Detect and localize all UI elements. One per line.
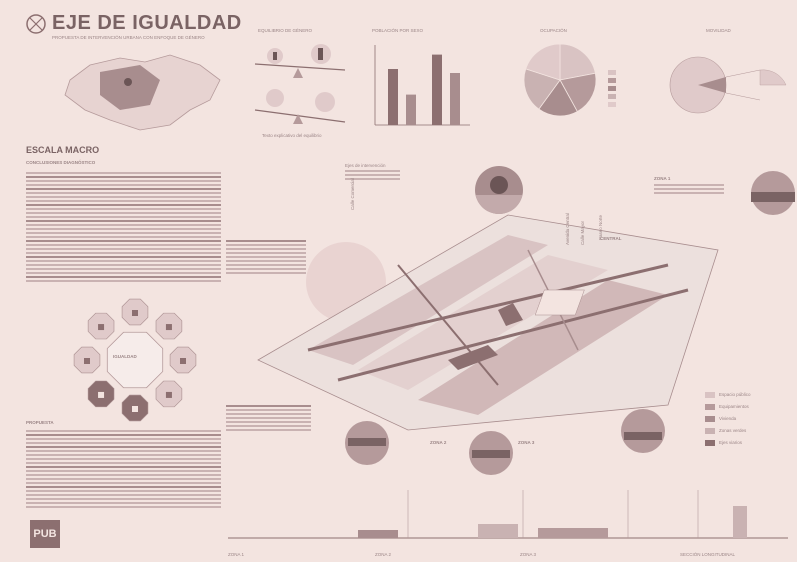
locator-map xyxy=(64,54,221,131)
zone-label: ZONA 3 xyxy=(518,440,535,445)
octagon-icon xyxy=(165,324,172,331)
center-diagram-label: IGUALDAD xyxy=(113,354,137,359)
octagon-icon xyxy=(132,310,138,316)
macro-text xyxy=(26,172,221,284)
octagon-diagram xyxy=(73,298,197,422)
street-label: Calle Mayor xyxy=(580,220,585,245)
pub-logo: PUB xyxy=(30,520,60,548)
legend-swatch xyxy=(608,86,616,91)
pie-slice xyxy=(523,68,561,110)
legend-swatch xyxy=(608,78,616,83)
central-label: CENTRAL xyxy=(600,236,622,241)
octagon-icon xyxy=(180,358,186,364)
street-label: Avenida Central xyxy=(565,213,570,245)
octagon-icon xyxy=(165,391,172,398)
bar xyxy=(406,94,416,125)
logo-icon xyxy=(26,14,46,34)
legend: Espacio público Equipamientos Vivienda Z… xyxy=(705,392,790,452)
pie2-chart xyxy=(669,56,787,114)
photo-circle xyxy=(469,431,513,475)
balance-chart xyxy=(254,44,346,124)
bar xyxy=(432,54,442,125)
octagon-icon xyxy=(98,391,105,398)
legend-swatch xyxy=(608,70,616,75)
octagon-icon xyxy=(98,324,105,331)
zone-label: ZONA 1 xyxy=(654,176,671,181)
street-section xyxy=(228,490,788,539)
bar-title: POBLACIÓN POR SEXO xyxy=(372,28,424,33)
legend-swatch xyxy=(608,102,616,107)
propuesta-text xyxy=(26,430,221,510)
photo-circle xyxy=(751,171,795,215)
page-title: EJE DE IGUALDAD xyxy=(52,12,242,34)
pie-chart xyxy=(523,43,616,117)
macro-subtitle: CONCLUSIONES DIAGNÓSTICO xyxy=(26,160,96,165)
macro-title: ESCALA MACRO xyxy=(26,145,100,155)
legend-swatch xyxy=(608,94,616,99)
propuesta-title: PROPUESTA xyxy=(26,420,54,425)
pie-slice xyxy=(559,43,596,81)
page-subtitle: PROPUESTA DE INTERVENCIÓN URBANA CON ENF… xyxy=(52,35,205,40)
photo-circle xyxy=(621,409,665,453)
bar-chart xyxy=(374,45,470,126)
bar xyxy=(450,73,460,125)
octagon-icon xyxy=(132,406,138,412)
pie2-title: MOVILIDAD xyxy=(706,28,731,33)
urban-plan xyxy=(257,214,719,431)
photo-circle xyxy=(474,166,524,215)
balance-title: EQUILIBRIO DE GÉNERO xyxy=(258,28,313,33)
photo-circle xyxy=(345,421,389,465)
pie-slice xyxy=(559,72,597,113)
street-label: Calle Comercial xyxy=(350,178,355,210)
center-octagon xyxy=(106,331,164,389)
pie-slice xyxy=(525,43,561,81)
octagon-icon xyxy=(84,358,90,364)
pie-slice xyxy=(538,79,578,117)
bar xyxy=(388,69,398,125)
pie1-title: OCUPACIÓN xyxy=(540,28,567,33)
zone-label: ZONA 2 xyxy=(430,440,447,445)
